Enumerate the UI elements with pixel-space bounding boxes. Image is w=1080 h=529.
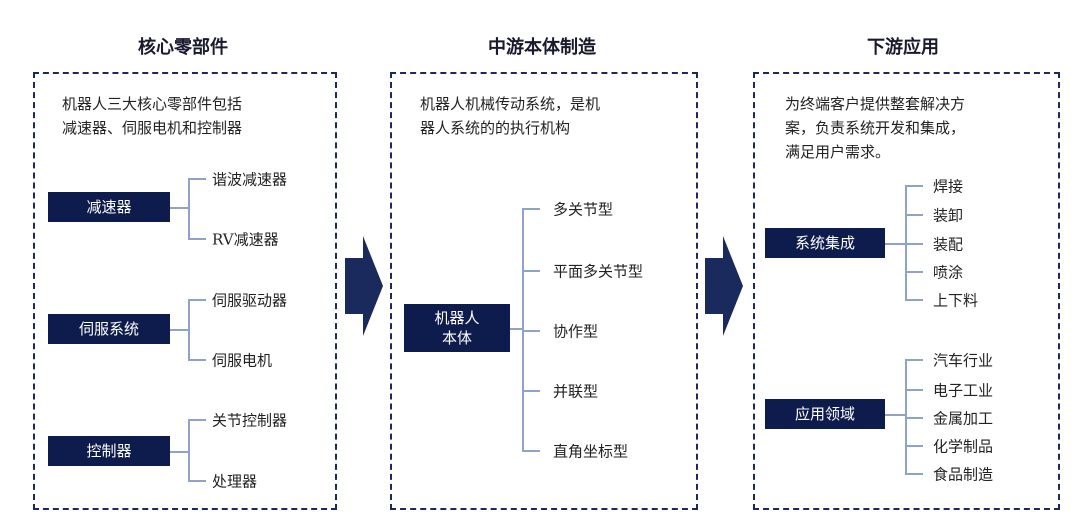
connector-line [905,185,923,187]
arrow-shape [345,236,383,336]
connector-line [522,390,540,392]
connector-line [170,329,188,331]
connector-line [522,208,524,450]
connector-line [188,480,206,482]
description-line: 满足用户需求。 [785,143,891,161]
connector-line [522,270,540,272]
tree-item: 化学制品 [933,437,994,456]
tree-item: 处理器 [212,472,258,491]
description-line: 减速器、伺服电机和控制器 [62,119,243,137]
column-panel [390,72,698,510]
connector-line [522,330,540,332]
category-label: 机器人本体 [434,309,480,347]
connector-line [188,178,206,180]
arrow-shape [705,236,743,336]
tree-item: 上下料 [933,291,979,310]
connector-line [885,414,905,416]
connector-line [188,419,190,480]
description-line: 器人系统的的执行机构 [420,119,571,137]
connector-line [522,208,540,210]
category-box: 减速器 [48,192,170,222]
category-label: 系统集成 [794,234,855,252]
column-panel [33,72,337,510]
connector-line [905,271,923,273]
category-box: 控制器 [48,436,170,466]
connector-line [170,451,188,453]
category-box: 机器人本体 [404,304,510,352]
connector-line [905,359,923,361]
flow-arrow-icon [345,236,383,336]
column-title: 中游本体制造 [488,37,596,58]
tree-item: 伺服驱动器 [212,291,288,310]
category-box: 系统集成 [765,228,885,258]
tree-item: 食品制造 [933,465,994,484]
tree-item: 并联型 [553,382,599,401]
category-label: 应用领域 [794,405,855,423]
connector-line [905,299,923,301]
description-line: 机器人三大核心零部件包括 [62,95,243,113]
tree-item: 焊接 [933,177,964,196]
connector-line [905,473,923,475]
tree-item: 多关节型 [553,200,614,219]
category-box: 伺服系统 [48,314,170,344]
connector-line [188,238,206,240]
connector-line [188,299,206,301]
tree-item: RV减速器 [212,230,279,249]
tree-item: 电子工业 [933,381,994,400]
connector-line [905,417,923,419]
category-label: 控制器 [86,442,132,460]
connector-line [522,450,540,452]
connector-line [905,389,923,391]
column-panel [753,72,1060,510]
tree-item: 装卸 [933,206,964,225]
column-title: 下游应用 [867,37,939,58]
connector-line [188,359,206,361]
tree-item: 喷涂 [933,263,964,282]
tree-item: 装配 [933,235,964,254]
connector-line [905,445,923,447]
description-line: 案，负责系统开发和集成， [785,119,966,137]
description-line: 机器人机械传动系统，是机 [420,95,601,113]
connector-line [170,207,188,209]
connector-line [905,243,923,245]
category-label: 减速器 [86,198,132,216]
connector-line [510,328,522,330]
tree-item: 金属加工 [933,409,994,428]
tree-item: 关节控制器 [212,411,288,430]
tree-item: 平面多关节型 [553,262,644,281]
tree-item: 直角坐标型 [553,442,629,461]
connector-line [905,359,907,473]
flow-arrow-icon [705,236,743,336]
tree-item: 汽车行业 [933,351,994,370]
description-line: 为终端客户提供整套解决方 [785,95,966,113]
tree-item: 伺服电机 [212,351,273,370]
connector-line [885,243,905,245]
connector-line [188,299,190,359]
tree-item: 协作型 [553,322,599,341]
connector-line [188,178,190,238]
category-box: 应用领域 [765,399,885,429]
tree-item: 谐波减速器 [212,170,288,189]
connector-line [905,185,907,299]
connector-line [905,214,923,216]
column-title: 核心零部件 [138,37,228,58]
category-label: 伺服系统 [78,320,139,338]
connector-line [188,419,206,421]
